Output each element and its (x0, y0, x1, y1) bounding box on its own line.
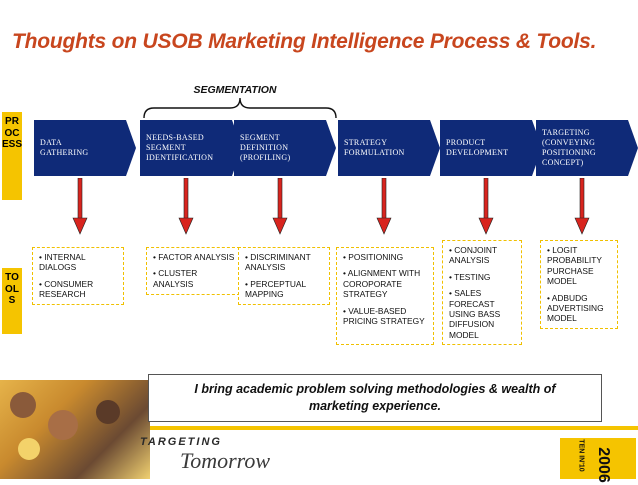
tools-box: • INTERNAL DIALOGS • CONSUMER RESEARCH (32, 247, 124, 305)
tools-box: • LOGIT PROBABILITY PURCHASE MODEL • ADBU… (540, 240, 618, 329)
down-arrow-icon (478, 178, 494, 235)
down-arrow-icon (272, 178, 288, 235)
conclusion-text: I bring academic problem solving methodo… (194, 382, 556, 413)
page-title: Thoughts on USOB Marketing Intelligence … (12, 30, 597, 53)
down-arrow-icon (72, 178, 88, 235)
tools-box: • FACTOR ANALYSIS • CLUSTER ANALYSIS (146, 247, 240, 295)
tools-box: • DISCRIMINANT ANALYSIS • PERCEPTUAL MAPP… (238, 247, 330, 305)
segmentation-brace (143, 97, 337, 119)
process-step-label: SEGMENT DEFINITION (PROFILING) (240, 133, 291, 162)
process-chevron (536, 120, 638, 176)
process-chevron (440, 120, 542, 176)
process-side-label: PROCESS (2, 112, 22, 200)
brand-line-2: Tomorrow (180, 448, 271, 473)
process-chevron (338, 120, 440, 176)
tool-item: • DISCRIMINANT ANALYSIS (245, 252, 311, 273)
face-icon (10, 392, 36, 418)
people-collage-image (0, 380, 150, 479)
process-step-label: PRODUCT DEVELOPMENT (446, 138, 509, 157)
tools-side-label: TOOLS (2, 268, 22, 334)
tool-item: • PERCEPTUAL MAPPING (245, 278, 306, 300)
face-icon (96, 400, 120, 424)
tool-item: • CONJOINT ANALYSIS (449, 245, 497, 266)
edition-text: TEN IN'10 (577, 439, 585, 472)
down-arrow-icon (574, 178, 590, 235)
tool-item: • SALES FORECAST USING BASS DIFFUSION MO… (449, 288, 501, 340)
process-step-label: TARGETING (CONVEYING POSITIONING CONCEPT… (542, 128, 596, 167)
tool-item: • VALUE-BASED PRICING STRATEGY (343, 305, 425, 327)
face-icon (18, 438, 40, 460)
tool-item: • CONSUMER RESEARCH (39, 278, 94, 300)
process-step-label: STRATEGY FORMULATION (344, 138, 405, 157)
process-step-label: DATA GATHERING (40, 138, 89, 157)
tool-item: • FACTOR ANALYSIS (153, 252, 235, 262)
down-arrow-icon (178, 178, 194, 235)
process-chevron (34, 120, 136, 176)
tools-box: • CONJOINT ANALYSIS • TESTING • SALES FORE… (442, 240, 522, 346)
down-arrow-icon (376, 178, 392, 235)
tool-item: • POSITIONING (343, 252, 404, 262)
tool-item: • LOGIT PROBABILITY PURCHASE MODEL (547, 245, 602, 287)
brand-line-1: TARGETING (140, 436, 222, 448)
tool-item: • ADBUDG ADVERTISING MODEL (547, 292, 604, 324)
conclusion-box: I bring academic problem solving methodo… (148, 374, 602, 422)
process-step: SEGMENT DEFINITION (PROFILING) (234, 120, 338, 176)
tools-box: • POSITIONING • ALIGNMENT WITH COROPORATE… (336, 247, 434, 345)
segmentation-label: SEGMENTATION (193, 84, 277, 96)
tool-item: • ALIGNMENT WITH COROPORATE STRATEGY (343, 268, 421, 300)
face-icon (48, 410, 78, 440)
tool-item: • INTERNAL DIALOGS (39, 252, 86, 273)
process-step: NEEDS-BASED SEGMENT IDENTIFICATION (140, 120, 244, 176)
year-text: 2006 (595, 447, 612, 483)
process-chevron (140, 120, 242, 176)
footer-band (150, 426, 638, 430)
tool-item: • TESTING (449, 271, 491, 282)
process-step-label: NEEDS-BASED SEGMENT IDENTIFICATION (146, 133, 214, 162)
process-chevron (234, 120, 336, 176)
year-badge (560, 438, 636, 479)
process-step: STRATEGY FORMULATION (338, 120, 442, 176)
process-step: PRODUCT DEVELOPMENT (440, 120, 544, 176)
process-step: TARGETING (CONVEYING POSITIONING CONCEPT… (536, 120, 638, 176)
process-step: DATA GATHERING (34, 120, 138, 176)
tool-item: • CLUSTER ANALYSIS (153, 268, 198, 289)
